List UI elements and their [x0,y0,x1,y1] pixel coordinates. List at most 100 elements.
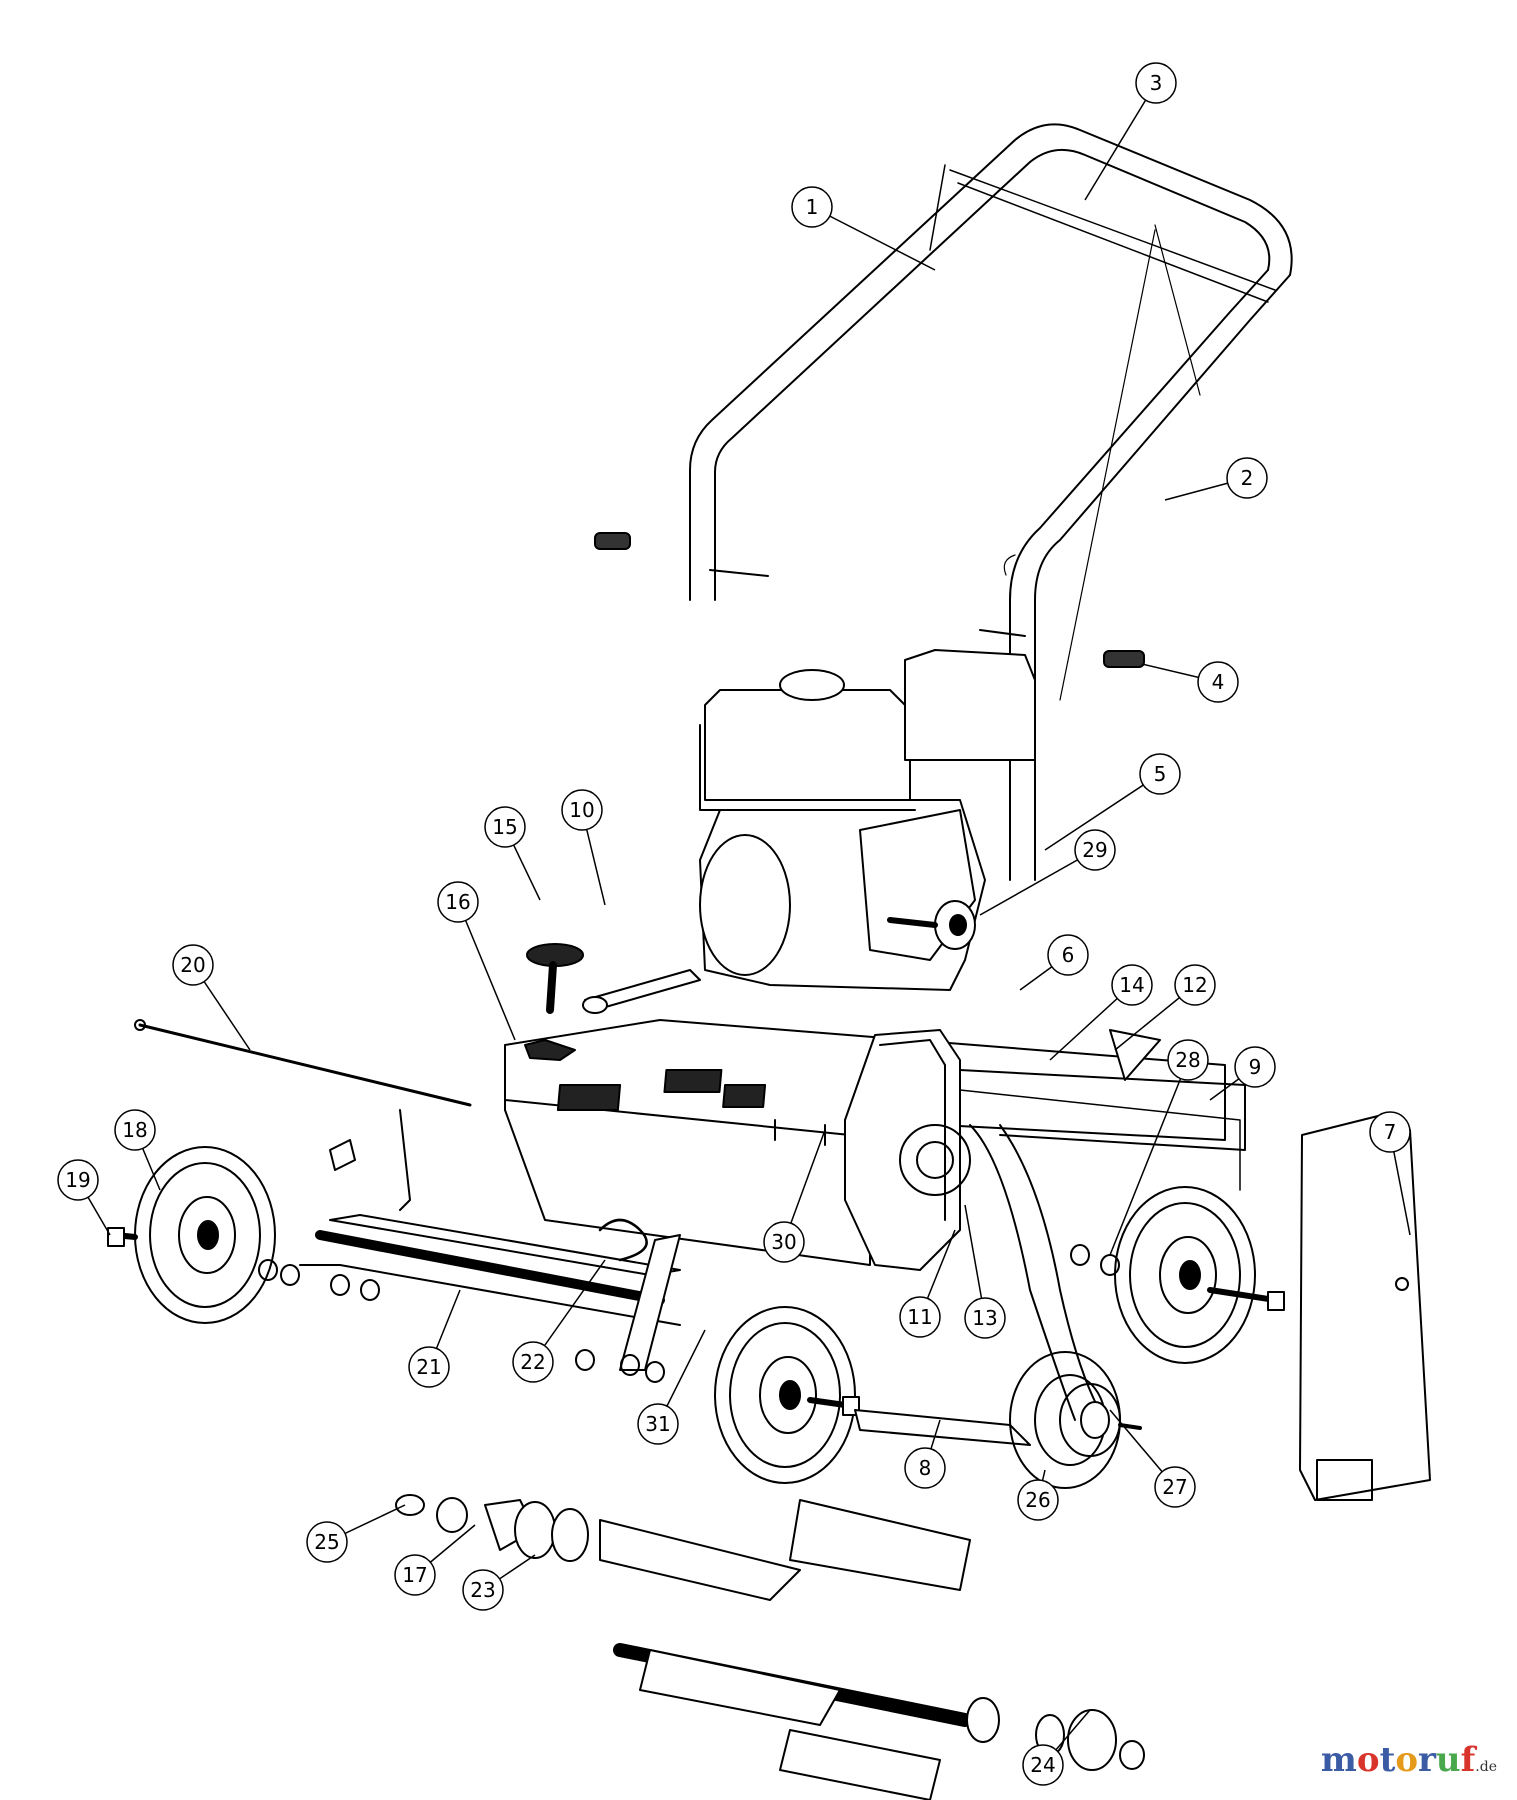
watermark-letters: motoruf [1321,1740,1475,1780]
callout-circle [512,1341,554,1383]
callout-number: 22 [520,1350,545,1374]
callout-circle [763,1221,805,1263]
callout-30: 30 [763,1221,805,1263]
callout-23: 23 [462,1569,504,1611]
dethatcher-reel [395,1494,1145,1800]
watermark-letter: o [1356,1740,1380,1780]
callout-number: 4 [1212,670,1225,694]
callout-13: 13 [964,1297,1006,1339]
callout-circle [1167,1039,1209,1081]
callout-number: 3 [1150,71,1163,95]
callout-31: 31 [637,1403,679,1445]
callout-circle [1111,964,1153,1006]
callout-29: 29 [1074,829,1116,871]
belt-cover [1299,1114,1431,1501]
watermark-letter: o [1395,1740,1418,1780]
callout-circle [561,789,603,831]
callout-number: 26 [1025,1488,1050,1512]
callout-number: 5 [1154,762,1167,786]
callout-circle [1047,934,1089,976]
watermark-letter: m [1320,1740,1357,1780]
callout-number: 19 [65,1168,90,1192]
callout-number: 14 [1119,973,1144,997]
callout-27: 27 [1154,1466,1196,1508]
watermark-letter: f [1460,1740,1476,1780]
callout-12: 12 [1174,964,1216,1006]
leader-lines [77,82,1411,1766]
callout-18: 18 [114,1109,156,1151]
callout-5: 5 [1139,753,1181,795]
callout-circle [904,1447,946,1489]
callout-circle [437,881,479,923]
callout-11: 11 [899,1296,941,1338]
callout-number: 30 [771,1230,796,1254]
callout-number: 15 [492,815,517,839]
callout-number: 13 [972,1306,997,1330]
callout-number: 10 [569,798,594,822]
watermark-letter: u [1435,1740,1461,1780]
wheel-front-left [714,1306,856,1484]
callout-number: 20 [180,953,205,977]
callout-15: 15 [484,806,526,848]
rear-lever [299,1109,681,1371]
callout-22: 22 [512,1341,554,1383]
callout-number: 28 [1175,1048,1200,1072]
callout-circle [637,1403,679,1445]
watermark-letter: t [1379,1740,1396,1780]
callout-circle [57,1159,99,1201]
callout-circle [484,806,526,848]
callout-9: 9 [1234,1046,1276,1088]
callout-circle [1154,1466,1196,1508]
callout-6: 6 [1047,934,1089,976]
callout-3: 3 [1135,62,1177,104]
callout-circle [1139,753,1181,795]
callout-14: 14 [1111,964,1153,1006]
wheel-rear-left [134,1146,276,1324]
callout-circle [1174,964,1216,1006]
callout-7: 7 [1369,1111,1411,1153]
callout-number: 12 [1182,973,1207,997]
callout-circle [1226,457,1268,499]
callout-16: 16 [437,881,479,923]
callout-21: 21 [408,1346,450,1388]
callout-24: 24 [1022,1744,1064,1786]
callout-number: 2 [1241,466,1254,490]
callout-circle [462,1569,504,1611]
callout-circle [1197,661,1239,703]
callout-20: 20 [172,944,214,986]
callout-number: 21 [416,1355,441,1379]
watermark-letter: r [1418,1740,1436,1780]
callout-number: 9 [1249,1055,1262,1079]
callout-28: 28 [1167,1039,1209,1081]
callout-number: 18 [122,1118,147,1142]
handle-assembly [689,123,1293,881]
callout-circle [1369,1111,1411,1153]
callout-circle [964,1297,1006,1339]
motoruf-watermark: motoruf.de [1321,1740,1497,1780]
mower-deck [504,1019,1246,1266]
callout-circle [1022,1744,1064,1786]
callout-circle [1017,1479,1059,1521]
callout-circle [408,1346,450,1388]
callout-number: 31 [645,1412,670,1436]
callout-number: 11 [907,1305,932,1329]
callout-1: 1 [791,186,833,228]
callout-26: 26 [1017,1479,1059,1521]
callout-8: 8 [904,1447,946,1489]
callout-circle [114,1109,156,1151]
callout-circle [791,186,833,228]
callout-number: 1 [806,195,819,219]
callout-number: 7 [1384,1120,1397,1144]
callout-25: 25 [306,1521,348,1563]
callout-number: 23 [470,1578,495,1602]
callout-number: 25 [314,1530,339,1554]
callout-circle [394,1554,436,1596]
callout-17: 17 [394,1554,436,1596]
engine [699,649,1036,991]
watermark-suffix: .de [1475,1759,1497,1775]
callout-circle [1135,62,1177,104]
callout-10: 10 [561,789,603,831]
